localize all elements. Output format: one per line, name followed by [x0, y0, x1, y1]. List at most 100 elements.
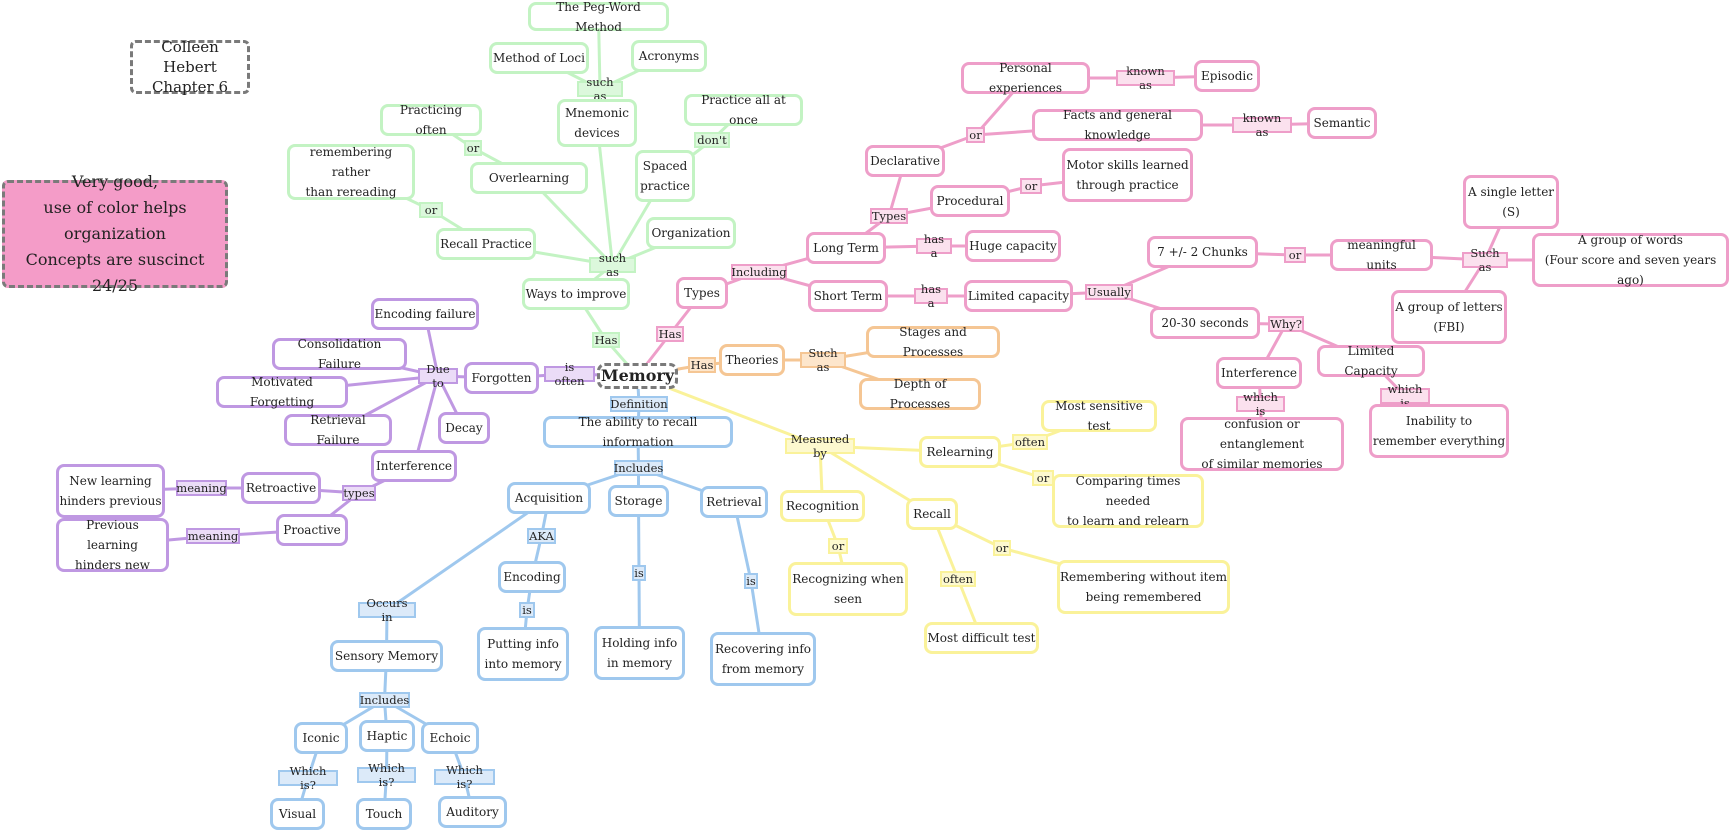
link-label-usually: Usually [1085, 284, 1133, 300]
connector-acquisition-to-occursin [385, 496, 551, 612]
concept-node-remembering: remembering rather than rereading [287, 144, 415, 200]
link-label-or_g1: or [464, 140, 482, 156]
concept-node-forgotten: Forgotten [464, 362, 539, 394]
concept-node-types_box: Types [676, 277, 728, 309]
concept-node-confusion: confusion or entanglement of similar mem… [1180, 417, 1344, 471]
link-label-whichis_b2: Which is? [357, 761, 416, 789]
link-label-whichis1: which is [1236, 390, 1285, 418]
link-label-is2: is [632, 565, 646, 581]
link-label-dueto: Due to [418, 362, 458, 390]
memory-node: Memory [597, 363, 678, 389]
concept-node-newlearning: New learning hinders previous [56, 464, 165, 518]
concept-node-mostdifficult: Most difficult test [924, 622, 1039, 654]
link-label-suchas_p: Such as [1462, 246, 1508, 274]
link-label-hasa2: has a [914, 282, 948, 310]
concept-node-limitedcap: Limited Capacity [1317, 344, 1425, 378]
concept-node-retroactive: Retroactive [241, 472, 321, 504]
link-label-occursin: Occurs in [358, 596, 416, 624]
concept-node-shortterm: Short Term [808, 280, 888, 312]
link-label-or_p3: or [1284, 247, 1306, 263]
concept-node-groupletters: A group of letters (FBI) [1391, 290, 1507, 344]
concept-node-ability: The ability to recall information [543, 415, 733, 449]
concept-node-facts: Facts and general knowledge [1032, 108, 1203, 142]
link-label-types_p: Types [870, 208, 908, 224]
link-label-or_y3: or [993, 540, 1011, 556]
link-label-whichis_b1: Which is? [278, 764, 338, 792]
concept-node-episodic: Episodic [1194, 60, 1260, 92]
concept-node-longterm: Long Term [806, 232, 886, 264]
link-label-includes1: Includes [613, 460, 664, 476]
concept-node-proactive: Proactive [276, 514, 348, 546]
link-label-often1: often [1012, 434, 1048, 450]
concept-node-motor: Motor skills learned through practice [1062, 148, 1193, 202]
concept-node-putting: Putting info into memory [477, 627, 569, 681]
link-label-suchas_g1: such as [577, 75, 623, 103]
grade-node: Very good, use of color helps organizati… [2, 172, 228, 295]
concept-node-decay: Decay [438, 412, 490, 444]
link-label-isoften: is often [544, 360, 595, 388]
concept-node-recovering: Recovering info from memory [710, 632, 816, 686]
link-label-or_g2: or [419, 202, 443, 218]
link-label-meaning2: meaning [186, 528, 240, 544]
concept-node-recognition: Recognition [780, 490, 865, 522]
concept-node-recall: Recall [906, 498, 958, 530]
link-label-often2: often [940, 571, 976, 587]
concept-node-motivated: Motivated Forgetting [216, 375, 348, 409]
concept-node-recognizing: Recognizing when seen [788, 562, 908, 616]
concept-node-singleletter: A single letter (S) [1463, 175, 1559, 229]
concept-node-depth: Depth of Processes [859, 377, 981, 411]
concept-node-overlearning: Overlearning [470, 162, 588, 194]
link-label-whichis_b3: Which is? [434, 763, 495, 791]
concept-node-comparing: Comparing times needed to learn and rele… [1052, 474, 1204, 528]
link-label-suchas_g2: such as [589, 251, 636, 279]
link-label-including: Including [731, 264, 787, 280]
author-node: Colleen Hebert Chapter 6 [130, 38, 250, 96]
concept-node-holding: Holding info in memory [594, 626, 685, 680]
link-label-has_o: Has [688, 357, 716, 373]
concept-node-acronyms: Acronyms [631, 40, 707, 72]
concept-node-pegword: The Peg-Word Method [528, 0, 669, 34]
concept-node-relearning: Relearning [919, 436, 1001, 468]
concept-node-practiceall: Practice all at once [684, 93, 803, 127]
concept-node-loci: Method of Loci [489, 42, 589, 74]
concept-node-visual: Visual [270, 798, 325, 830]
link-label-dont: don't [694, 132, 730, 148]
concept-node-groupwords: A group of words (Four score and seven y… [1532, 233, 1729, 287]
link-label-why: Why? [1268, 316, 1304, 332]
link-label-is1: is [519, 602, 535, 618]
concept-node-semantic: Semantic [1307, 107, 1377, 139]
concept-node-personal: Personal experiences [961, 61, 1090, 95]
concept-node-mostsensitive: Most sensitive test [1041, 399, 1157, 433]
concept-node-storage: Storage [608, 485, 669, 517]
concept-node-consolidation: Consolidation Failure [272, 337, 407, 371]
concept-node-previouslearning: Previous learning hinders new [56, 518, 169, 572]
link-label-aka: AKA [527, 528, 556, 544]
link-label-hasa1: has a [916, 232, 952, 260]
link-label-definition: Definition [610, 396, 668, 412]
concept-node-waystoimprove: Ways to improve [522, 278, 630, 310]
link-label-or_y1: or [1032, 470, 1054, 486]
concept-node-recallpractice: Recall Practice [436, 228, 536, 260]
concept-node-meaningful: meaningful units [1330, 238, 1433, 272]
concept-node-retrieval: Retrieval [700, 486, 768, 518]
concept-node-inability: Inability to remember everything [1369, 404, 1509, 458]
link-label-meaning1: meaning [176, 480, 227, 496]
concept-node-interference_u: Interference [371, 450, 457, 482]
link-label-types_u: types [342, 485, 376, 501]
concept-node-acquisition: Acquisition [507, 482, 591, 514]
concept-node-spaced: Spaced practice [635, 150, 695, 202]
concept-node-touch: Touch [356, 798, 412, 830]
concept-node-seconds: 20-30 seconds [1150, 307, 1260, 339]
concept-node-theories: Theories [719, 344, 785, 376]
link-label-knownas2: known as [1232, 111, 1292, 139]
link-label-measuredby: Measured by [785, 432, 855, 460]
concept-node-haptic: Haptic [359, 720, 415, 752]
link-label-whichis2: which is [1380, 382, 1430, 410]
concept-node-auditory: Auditory [438, 796, 507, 828]
link-label-has_p: Has [656, 326, 684, 342]
concept-node-sensory: Sensory Memory [330, 640, 443, 672]
concept-node-rememberingwithout: Remembering without item being remembere… [1057, 560, 1230, 614]
concept-node-iconic: Iconic [294, 722, 348, 754]
concept-node-retrievalfail: Retrieval Failure [284, 413, 392, 447]
